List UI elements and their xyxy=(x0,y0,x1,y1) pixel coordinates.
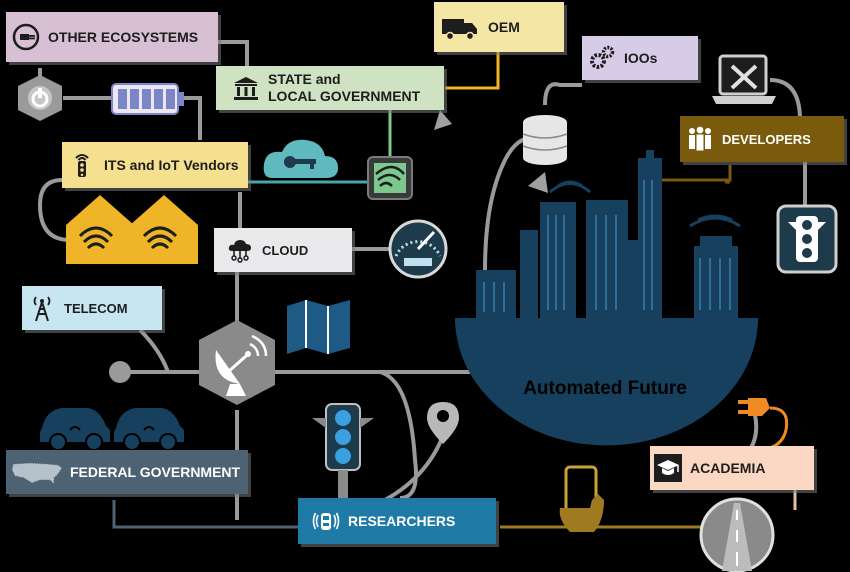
smartphone-icon xyxy=(559,465,604,532)
gears-icon xyxy=(590,45,615,69)
traffic-light-panel-icon xyxy=(776,204,838,274)
truck-icon xyxy=(442,19,477,41)
cloud-key-icon xyxy=(263,139,338,178)
wireless-tower-icon xyxy=(75,154,89,177)
label-line-2: LOCAL GOVERNMENT xyxy=(268,88,421,104)
label-state-local-government: STATE and LOCAL GOVERNMENT xyxy=(216,66,444,110)
label-other-ecosystems: OTHER ECOSYSTEMS xyxy=(6,12,218,62)
label-telecom: TELECOM xyxy=(22,286,162,330)
satellite-dish-icon xyxy=(199,320,275,405)
graduation-cap-icon xyxy=(654,454,682,482)
label-oem: OEM xyxy=(434,2,564,52)
laptop-tools-icon xyxy=(712,54,776,104)
label-text: TELECOM xyxy=(64,300,128,316)
label-text: RESEARCHERS xyxy=(348,513,456,529)
wireless-device-icon xyxy=(367,156,413,200)
label-federal-government: FEDERAL GOVERNMENT xyxy=(6,450,248,494)
label-text: ACADEMIA xyxy=(690,460,766,476)
smart-home-icons xyxy=(66,195,198,264)
label-ioos: IOOs xyxy=(582,36,698,80)
label-text: OTHER ECOSYSTEMS xyxy=(48,29,199,45)
label-text: IOOs xyxy=(624,50,658,66)
label-cloud: CLOUD xyxy=(214,228,352,272)
power-icon xyxy=(18,75,62,121)
battery-icon xyxy=(111,83,184,115)
plug-circle-icon xyxy=(12,23,40,51)
colored-lines xyxy=(112,52,797,529)
government-building-icon xyxy=(234,77,258,100)
people-group-icon xyxy=(689,126,711,151)
automated-future-city xyxy=(455,150,758,446)
location-pin-icon xyxy=(427,402,459,444)
label-academia: ACADEMIA xyxy=(650,446,814,490)
cell-tower-icon xyxy=(33,296,51,322)
label-text: ITS and IoT Vendors xyxy=(104,157,239,173)
label-automated-future: Automated Future xyxy=(523,378,687,399)
connector-lines xyxy=(37,40,807,520)
database-icon xyxy=(522,115,568,165)
map-icon xyxy=(287,300,350,354)
label-text: DEVELOPERS xyxy=(722,131,811,147)
label-researchers: RESEARCHERS xyxy=(298,498,496,544)
label-developers: DEVELOPERS xyxy=(680,116,844,162)
label-its-iot-vendors: ITS and IoT Vendors xyxy=(62,142,248,188)
label-text: FEDERAL GOVERNMENT xyxy=(70,464,241,480)
label-text: CLOUD xyxy=(262,242,309,258)
label-text-block: STATE and LOCAL GOVERNMENT xyxy=(268,71,420,105)
traffic-light-icon xyxy=(312,403,374,498)
cloud-network-icon xyxy=(228,240,251,263)
node-dot xyxy=(109,361,131,383)
label-line-1: STATE and xyxy=(268,71,341,87)
up-arrow-icons xyxy=(434,110,548,193)
speedometer-icon xyxy=(388,219,448,279)
connected-vehicle-icon xyxy=(312,512,340,530)
label-text: OEM xyxy=(488,19,520,35)
connected-car-icons xyxy=(40,408,184,451)
road-icon xyxy=(699,497,775,572)
usa-map-icon xyxy=(11,462,63,486)
